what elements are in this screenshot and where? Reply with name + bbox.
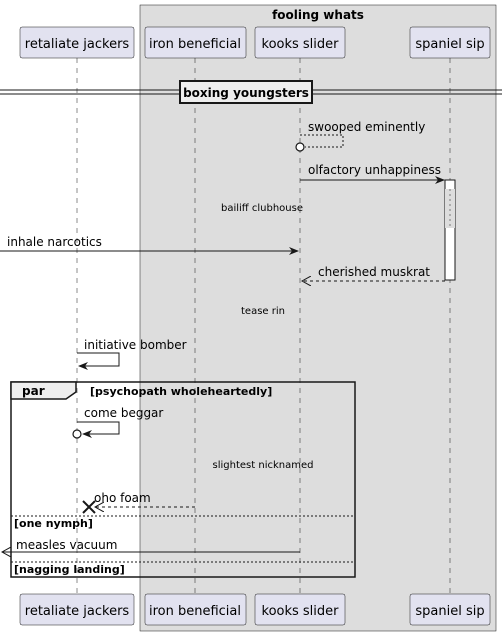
message-label: inhale narcotics <box>7 235 102 249</box>
delay-label: slightest nicknamed <box>213 460 314 471</box>
participant-label: kooks slider <box>262 604 340 619</box>
activation-gap <box>445 189 455 228</box>
message-label: initiative bomber <box>84 338 187 352</box>
participant-label: iron beneficial <box>149 37 241 52</box>
message-label: oho foam <box>94 491 151 505</box>
message-label: olfactory unhappiness <box>308 163 441 177</box>
group-label: [psychopath wholeheartedly] <box>90 385 272 398</box>
participant-spaniel-sip-top[interactable]: spaniel sip <box>409 26 491 59</box>
message-oho-foam: oho foam <box>94 491 195 507</box>
message-measles-vacuum: measles vacuum <box>2 538 300 552</box>
message-label: come beggar <box>84 406 163 420</box>
message-olfactory-unhappiness: olfactory unhappiness <box>300 163 445 184</box>
participant-label: kooks slider <box>262 37 340 52</box>
else-label-2: [nagging landing] <box>14 563 125 576</box>
delay-label: bailiff clubhouse <box>221 203 303 214</box>
box-title: fooling whats <box>272 8 364 22</box>
group-keyword: par <box>22 384 45 398</box>
message-inhale-narcotics: inhale narcotics <box>0 235 299 255</box>
message-label: cherished muskrat <box>318 265 430 279</box>
destroy-icon <box>82 500 96 514</box>
participant-retaliate-jackers-bottom[interactable]: retaliate jackers <box>19 593 135 626</box>
delay-label: tease rin <box>241 306 285 317</box>
par-group: par [psychopath wholeheartedly] [one nym… <box>10 381 356 578</box>
message-come-beggar: come beggar <box>72 406 163 439</box>
divider: boxing youngsters <box>0 80 502 104</box>
participant-label: iron beneficial <box>149 604 241 619</box>
participant-iron-beneficial-top[interactable]: iron beneficial <box>144 26 247 59</box>
participant-label: retaliate jackers <box>25 37 130 52</box>
participant-retaliate-jackers-top[interactable]: retaliate jackers <box>19 26 135 59</box>
participant-kooks-slider-top[interactable]: kooks slider <box>254 26 346 59</box>
participant-iron-beneficial-bottom[interactable]: iron beneficial <box>144 593 247 626</box>
divider-label: boxing youngsters <box>183 86 309 100</box>
message-swooped-eminently: swooped eminently <box>295 120 425 152</box>
message-label: measles vacuum <box>16 538 117 552</box>
participant-spaniel-sip-bottom[interactable]: spaniel sip <box>409 593 491 626</box>
message-label: swooped eminently <box>308 120 425 134</box>
participant-label: retaliate jackers <box>25 604 130 619</box>
message-cherished-muskrat: cherished muskrat <box>302 265 445 281</box>
participant-kooks-slider-bottom[interactable]: kooks slider <box>254 593 346 626</box>
message-initiative-bomber: initiative bomber <box>77 338 187 370</box>
activation-bar <box>444 179 456 281</box>
else-label-1: [one nymph] <box>14 517 93 530</box>
participant-label: spaniel sip <box>415 37 484 52</box>
participant-label: spaniel sip <box>415 604 484 619</box>
participant-box <box>139 4 497 632</box>
